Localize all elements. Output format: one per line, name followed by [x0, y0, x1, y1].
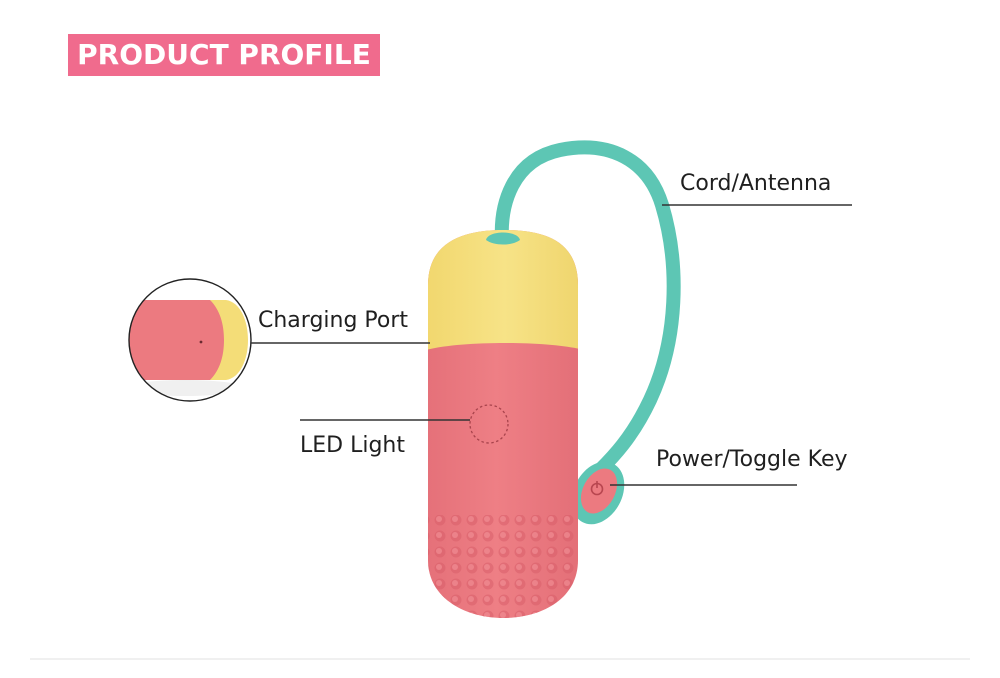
page-title: PRODUCT PROFILE: [68, 34, 380, 76]
cord-antenna-label: Cord/Antenna: [680, 171, 832, 196]
charging-port-label: Charging Port: [258, 308, 409, 333]
charging-port-zoom: [128, 278, 252, 402]
egg-body: [428, 230, 578, 618]
power-icon: [590, 481, 604, 496]
power-key-pod: [571, 461, 625, 525]
led-light-marker: [469, 404, 509, 444]
led-light-label: LED Light: [300, 433, 405, 458]
power-toggle-key-label: Power/Toggle Key: [656, 447, 848, 472]
